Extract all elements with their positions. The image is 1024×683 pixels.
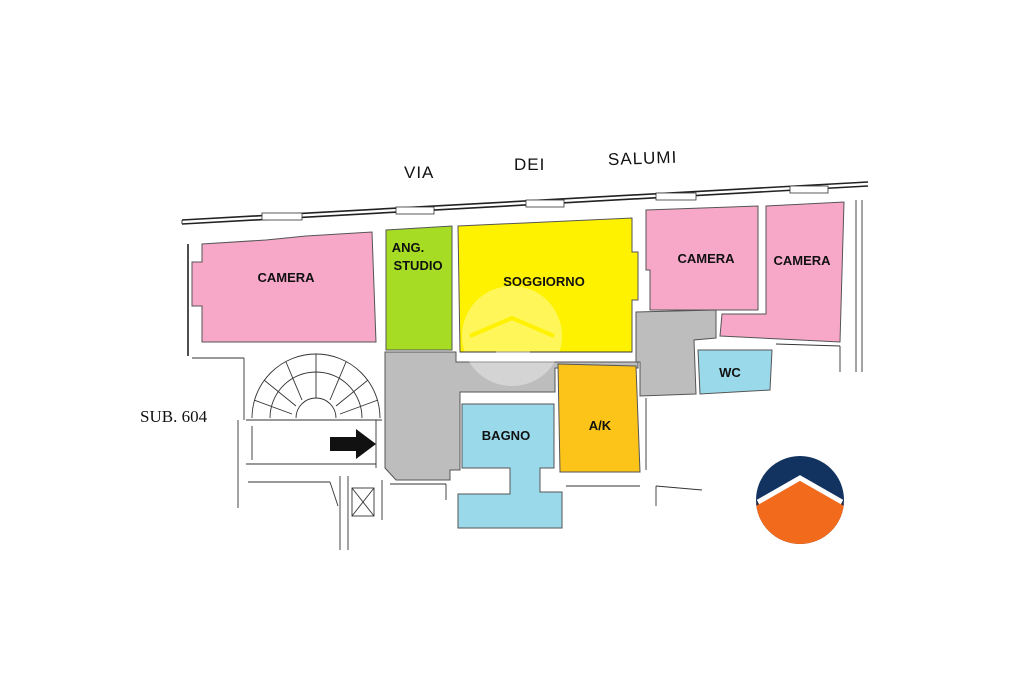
shaft-cross-icon — [351, 487, 375, 517]
room-label-wc: WC — [719, 365, 741, 380]
room-label-soggiorno: SOGGIORNO — [503, 274, 585, 289]
room-label-camera-right: CAMERA — [773, 253, 831, 268]
street-name-dei: DEI — [514, 155, 545, 174]
room-label-bagno: BAGNO — [482, 428, 530, 443]
room-camera-left — [191, 231, 377, 343]
room-soggiorno — [457, 217, 639, 353]
agency-logo-icon — [756, 456, 844, 544]
room-label-camera-left: CAMERA — [257, 270, 315, 285]
spiral-staircase-icon — [246, 353, 382, 465]
room-label-camera-mid: CAMERA — [677, 251, 735, 266]
street-name-salumi: SALUMI — [608, 148, 678, 169]
room-label-studio: STUDIO — [393, 258, 442, 273]
arrow-right-icon — [330, 429, 376, 459]
room-ak — [557, 363, 641, 473]
room-camera-mid — [645, 205, 759, 311]
room-label-ak: A/K — [589, 418, 612, 433]
street-name-via: VIA — [404, 163, 434, 182]
watermark-logo-icon — [462, 286, 562, 386]
room-bagno — [457, 403, 563, 529]
room-label-ang: ANG. — [392, 240, 425, 255]
structure-walls — [187, 200, 863, 550]
corridor-main — [384, 351, 639, 481]
room-camera-right — [719, 201, 845, 343]
room-wc — [697, 349, 773, 395]
room-studio — [385, 225, 453, 351]
corridor-right — [635, 309, 717, 397]
facade-windows — [261, 185, 829, 221]
sub-label: SUB. 604 — [140, 407, 208, 426]
